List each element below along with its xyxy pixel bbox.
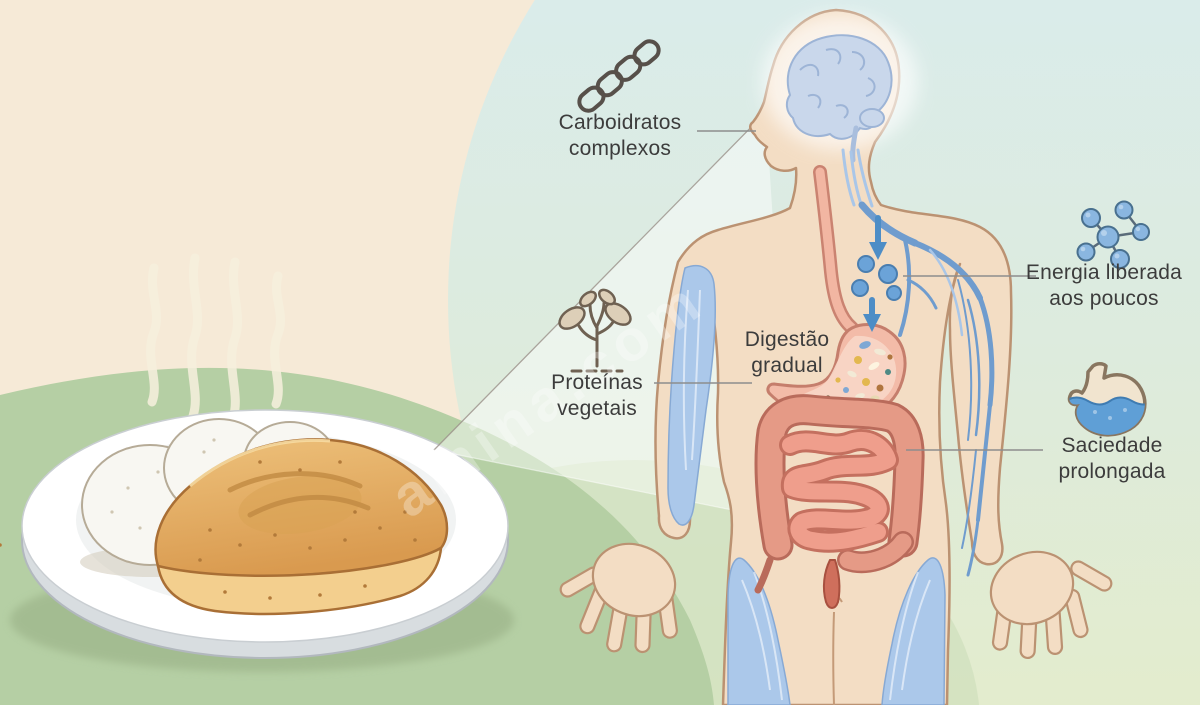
- glucose-dot: [857, 255, 875, 273]
- label-gradual-energy: Energia liberada aos poucos: [1025, 261, 1183, 311]
- chain-links-icon: [577, 39, 661, 113]
- down-arrow: [863, 314, 881, 332]
- dosa-crepe: [0, 438, 449, 616]
- intestines: [754, 394, 925, 609]
- blood-vessels: [841, 148, 995, 577]
- plate-of-food: [0, 409, 514, 672]
- label-gradual-digestion: Digestão gradual: [744, 328, 830, 378]
- glucose-dot: [851, 279, 869, 297]
- label-plant-proteins: Proteínas vegetais: [551, 371, 643, 421]
- label-prolonged-satiety: Saciedade prolongada: [1058, 434, 1166, 484]
- label-complex-carbs: Carboidratos complexos: [558, 111, 682, 161]
- connector-lines: [654, 130, 1043, 451]
- left-arm-muscle: [667, 264, 717, 526]
- plant-sprout-icon: [558, 288, 632, 373]
- glucose-dot: [878, 264, 898, 284]
- down-arrow: [869, 242, 887, 260]
- rectum: [822, 559, 841, 609]
- dosa-speckles: [0, 460, 417, 600]
- right-hand: [989, 550, 1113, 660]
- esophagus: [813, 165, 859, 335]
- molecule-icon: [1076, 200, 1150, 269]
- energy-flow: [851, 215, 902, 332]
- steam-wisps: [146, 253, 286, 423]
- left-hand: [559, 542, 678, 654]
- human-body: [559, 8, 1113, 705]
- glucose-dot: [886, 285, 902, 301]
- brain: [762, 14, 918, 163]
- body-silhouette: [654, 8, 1013, 705]
